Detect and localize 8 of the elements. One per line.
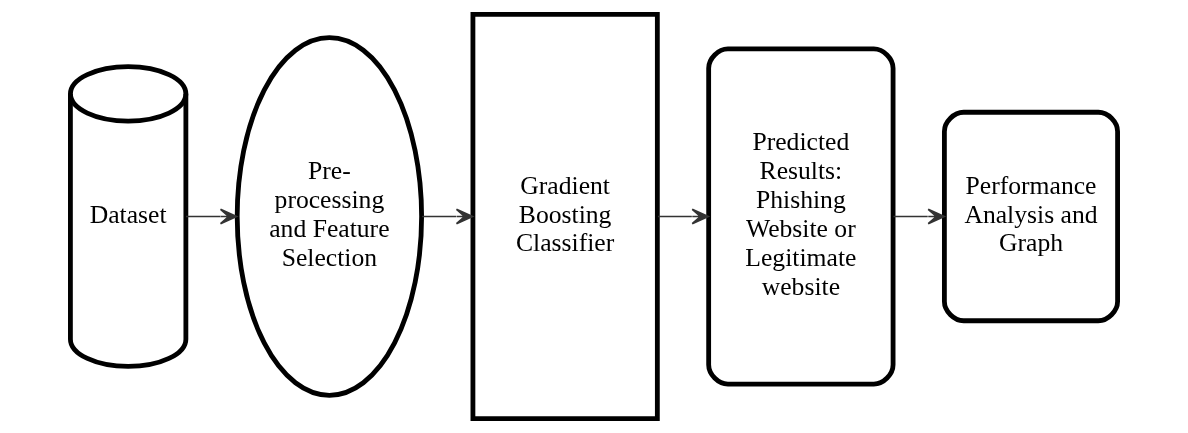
node-box: Gradient Boosting Classifier <box>470 12 660 421</box>
arrow <box>185 208 238 225</box>
arrow <box>657 208 710 225</box>
arrow <box>421 208 474 225</box>
node-ellipse: Pre-processing and Feature Selection <box>234 35 424 398</box>
node-box: Predicted Results: Phishing Website or Legitimate website <box>706 46 896 387</box>
node-box: Performance Analysis and Graph <box>942 109 1120 324</box>
arrow <box>892 208 946 225</box>
